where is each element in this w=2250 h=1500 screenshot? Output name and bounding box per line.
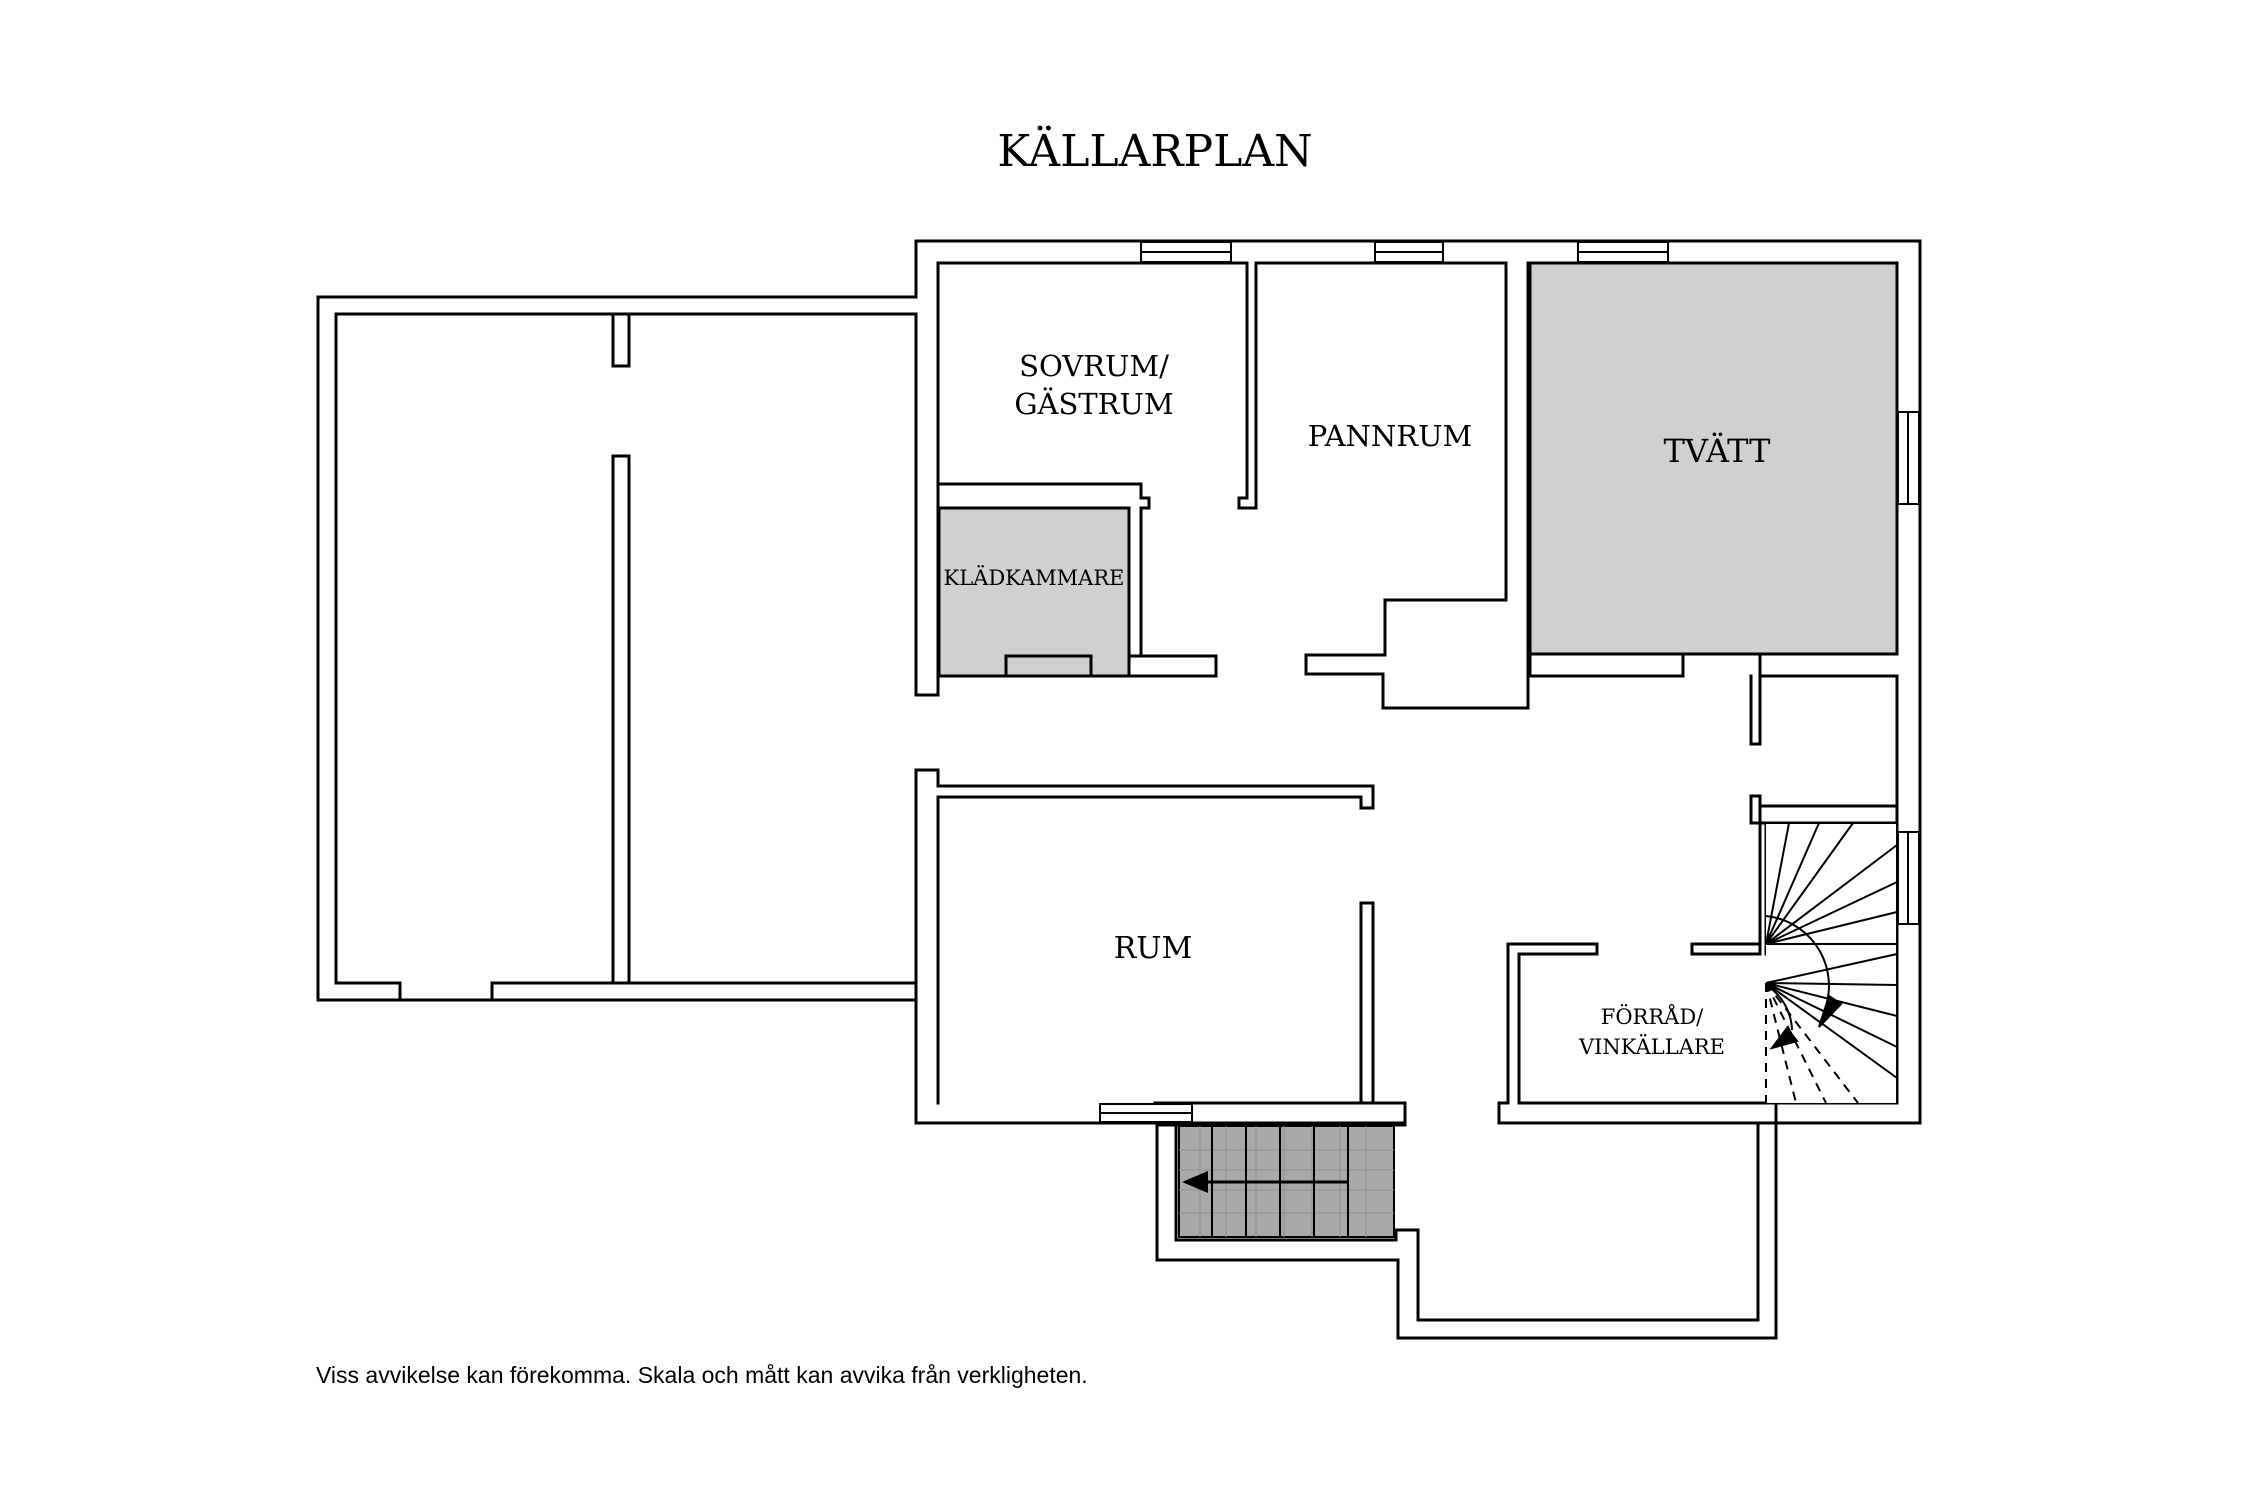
interior-walls xyxy=(936,482,1899,1340)
label-kladkammare: KLÄDKAMMARE xyxy=(944,566,1125,590)
disclaimer-text: Viss avvikelse kan förekomma. Skala och … xyxy=(316,1362,1088,1388)
label-pannrum: PANNRUM xyxy=(1308,419,1473,453)
entrance-arrow xyxy=(1182,1171,1208,1193)
label-sovrum-1: SOVRUM/ xyxy=(1019,349,1169,383)
label-sovrum-2: GÄSTRUM xyxy=(1014,386,1173,421)
label-forrad-2: VINKÄLLARE xyxy=(1578,1035,1725,1059)
entrance-steps xyxy=(1178,1125,1395,1238)
label-forrad-1: FÖRRÅD/ xyxy=(1601,1004,1704,1029)
laundry-floor xyxy=(1528,261,1899,656)
label-tvatt: TVÄTT xyxy=(1664,432,1772,470)
plan-title: KÄLLARPLAN xyxy=(997,124,1312,177)
closet-floor xyxy=(937,506,1131,678)
label-rum: RUM xyxy=(1114,931,1193,966)
spiral-staircase xyxy=(1765,822,1898,1104)
windows xyxy=(1099,241,1920,1123)
